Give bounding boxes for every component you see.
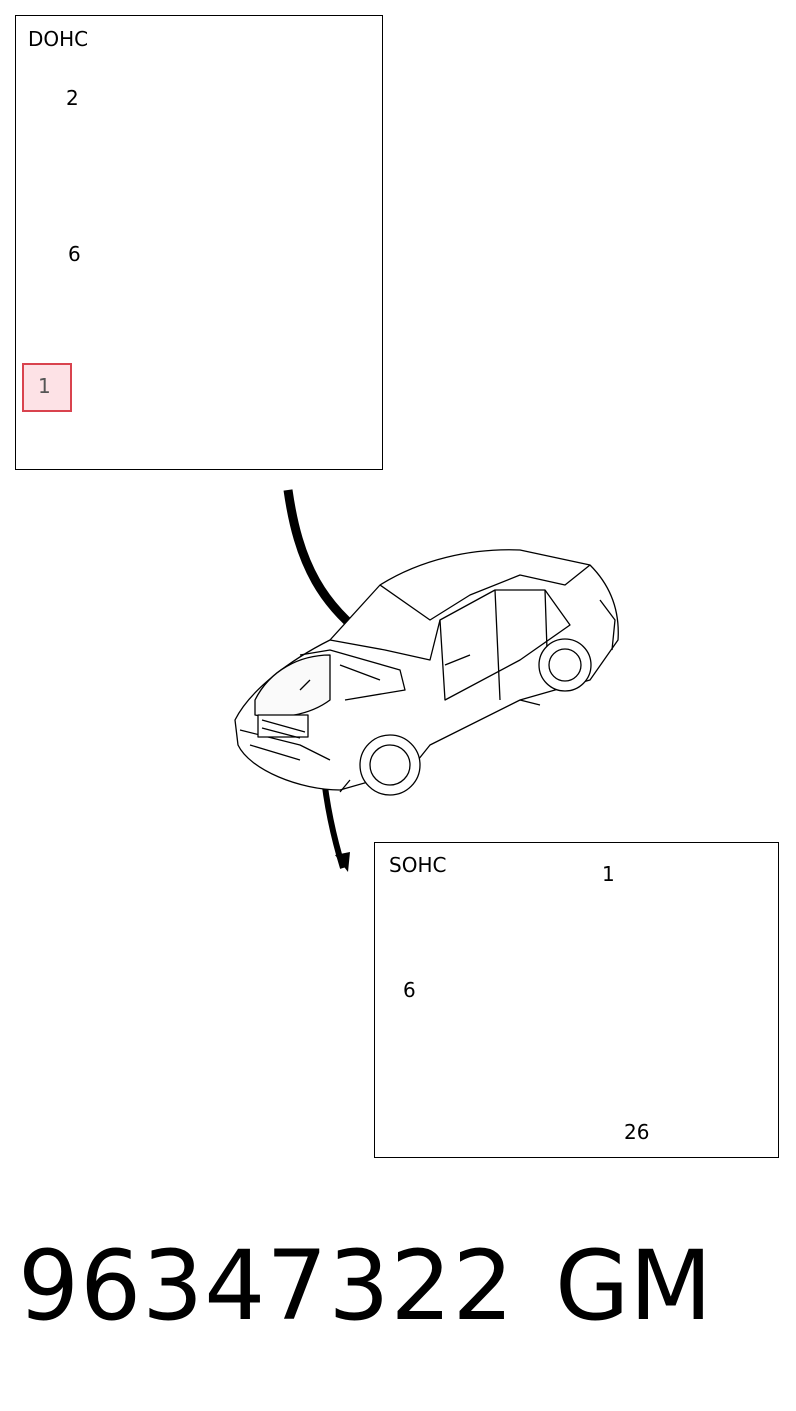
highlight-box-part-1[interactable] [22, 363, 72, 412]
brand-label: GM [555, 1230, 713, 1342]
dohc-panel-title: DOHC [28, 27, 89, 51]
callout-sohc-nut: 26 [624, 1120, 650, 1144]
callout-dohc-screw: 6 [68, 242, 81, 266]
callout-sohc-bracket: 1 [602, 862, 615, 886]
callout-sohc-bolt: 6 [403, 978, 416, 1002]
car-illustration [234, 549, 619, 796]
part-number: 96347322 [18, 1230, 515, 1342]
sohc-panel-title: SOHC [389, 853, 447, 877]
callout-cover: 2 [66, 86, 79, 110]
dohc-panel: DOHC [15, 15, 383, 470]
sohc-panel: SOHC [374, 842, 779, 1158]
callout-dohc-bracket[interactable]: 1 [38, 374, 51, 398]
